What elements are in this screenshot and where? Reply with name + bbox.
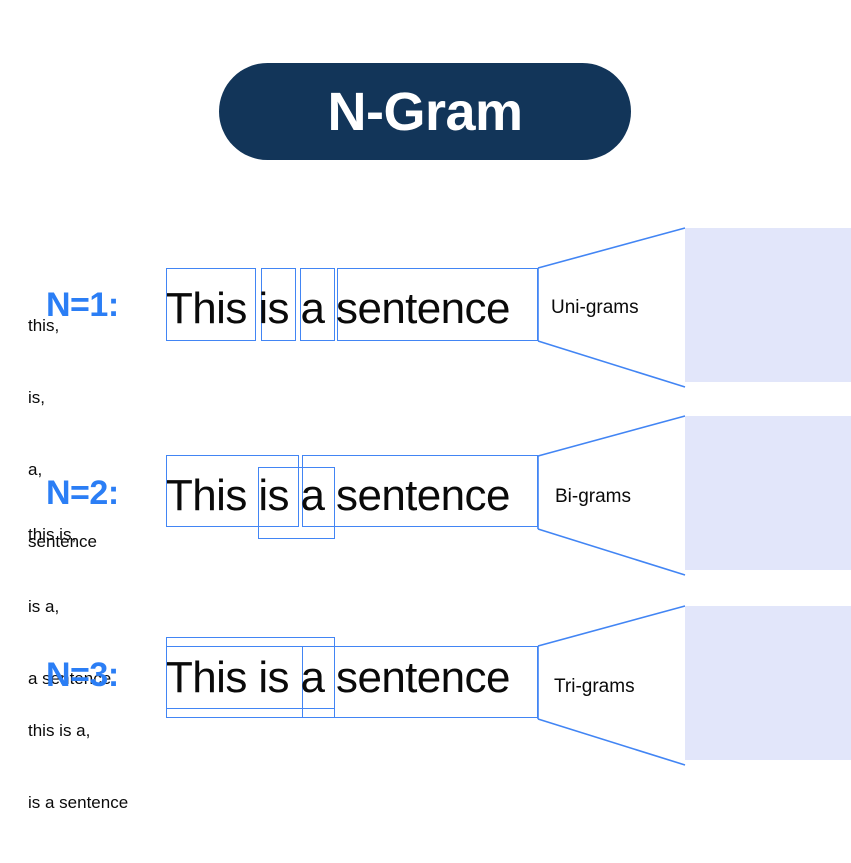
funnel-label-trigrams: Tri-grams xyxy=(554,676,635,697)
title-pill: N-Gram xyxy=(219,63,631,160)
result-item: is a sentence xyxy=(28,793,129,812)
result-panel-trigrams xyxy=(685,606,851,760)
sentence-text-n3: This is a sentence xyxy=(166,653,510,702)
sentence-text-n2: This is a sentence xyxy=(166,471,510,520)
funnel-label-bigrams: Bi-grams xyxy=(555,486,632,507)
row-label-n2: N=2: xyxy=(46,474,119,512)
result-panel-bigrams xyxy=(685,416,851,570)
result-item: this is a, xyxy=(28,721,91,740)
result-item: a sentence xyxy=(28,669,112,688)
gram-box-a-highlight xyxy=(302,646,335,718)
result-list-unigrams: this, is, a, sentence xyxy=(28,266,97,602)
row-label-n3: N=3: xyxy=(46,656,119,694)
result-item: this, xyxy=(28,316,60,335)
result-item: is, xyxy=(28,388,45,407)
result-item: a, xyxy=(28,460,43,479)
result-panel-unigrams xyxy=(685,228,851,382)
result-list-trigrams: this is a, is a sentence xyxy=(28,671,128,863)
result-item: sentence xyxy=(28,532,97,551)
token-box-this xyxy=(166,268,256,341)
gram-box-is-a xyxy=(258,467,335,539)
sentence-text-n1: This is a sentence xyxy=(166,284,510,333)
result-list-bigrams: this is, is a, a sentence xyxy=(28,475,111,739)
page-title: N-Gram xyxy=(327,81,523,142)
funnel-label-unigrams: Uni-grams xyxy=(551,297,639,318)
token-box-a xyxy=(300,268,335,341)
result-item: this is, xyxy=(28,525,77,544)
token-box-is xyxy=(261,268,296,341)
result-item: is a, xyxy=(28,597,60,616)
row-label-n1: N=1: xyxy=(46,286,119,324)
gram-box-this-is xyxy=(166,455,299,527)
